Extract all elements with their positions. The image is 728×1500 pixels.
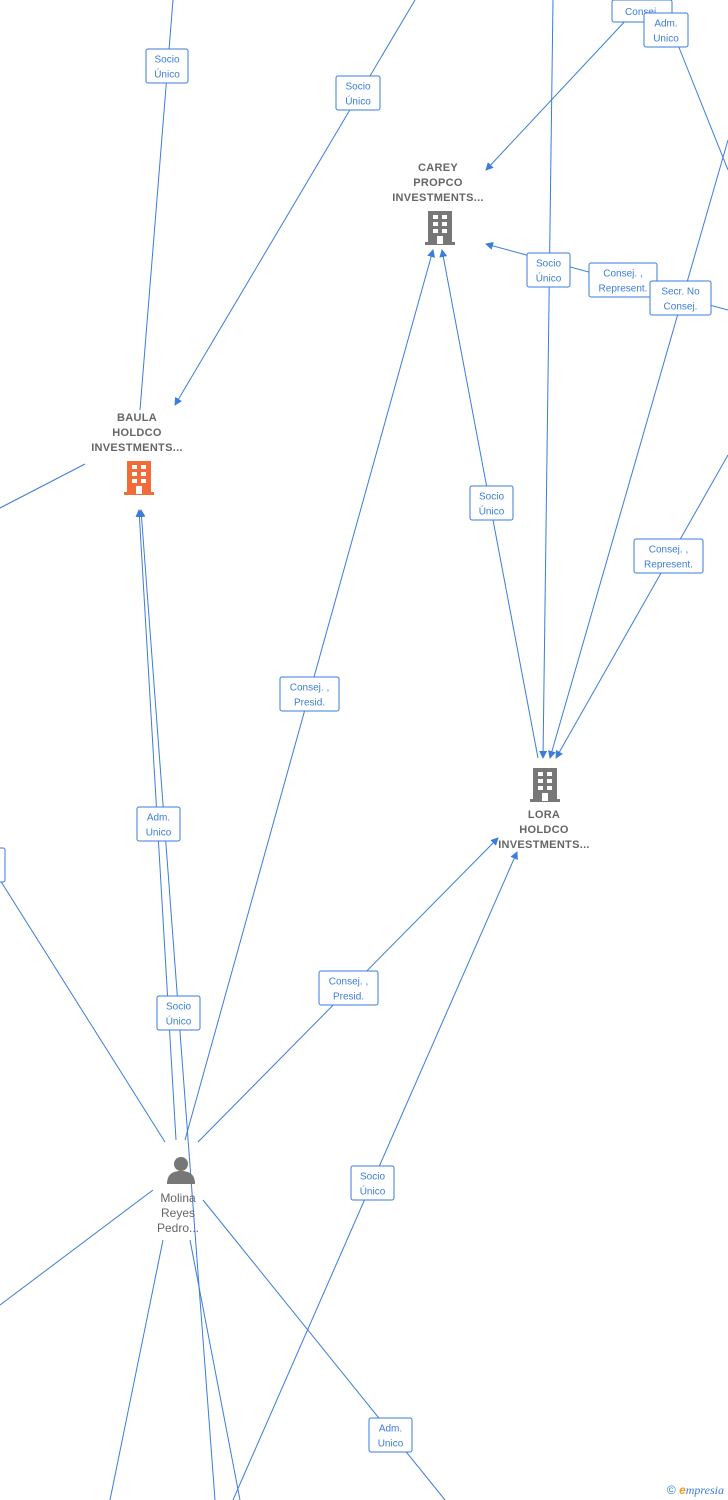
badge-label: Consej. , xyxy=(290,683,329,694)
badge-label: Consej. , xyxy=(603,269,642,280)
offscreen-badge-left xyxy=(0,847,6,883)
edge-right-to-lora-a xyxy=(548,139,728,759)
relation-badge[interactable]: Consej. , Presid. xyxy=(318,970,379,1006)
copyright-icon: © xyxy=(666,1483,676,1497)
edge-adm-right xyxy=(677,44,728,171)
badge-label: Adm. xyxy=(379,1424,402,1435)
badge-label: Consej. xyxy=(664,302,698,313)
badge-label: Unico xyxy=(146,828,172,839)
badge-label: Unico xyxy=(378,1439,404,1450)
badge-label: Socio xyxy=(154,55,179,66)
baula-label-3: INVESTMENTS... xyxy=(91,442,183,454)
badge-label: Secr. No xyxy=(661,287,700,298)
relation-badge[interactable]: Adm. Unico xyxy=(136,806,181,842)
badge-label: Consej. xyxy=(625,7,659,18)
badge-label: Represent. xyxy=(644,560,693,571)
badge-box xyxy=(368,1417,413,1453)
edge-molina-down-a xyxy=(109,1239,164,1500)
badge-label: Adm. xyxy=(654,19,677,30)
person-icon xyxy=(167,1157,195,1184)
relation-badges: SocioÚnicoSocioÚnicoConsej.Adm.UnicoSoci… xyxy=(136,0,712,1453)
badge-label: Presid. xyxy=(294,698,325,709)
edge-molina-to-left-bottom xyxy=(0,1189,154,1306)
badge-box xyxy=(318,970,379,1006)
badge-box xyxy=(136,806,181,842)
edge-molina-down-right xyxy=(202,1199,446,1500)
badge-label: Socio xyxy=(536,259,561,270)
edge-top-to-baula xyxy=(174,0,416,406)
node-lora[interactable]: LORA HOLDCO INVESTMENTS... xyxy=(498,768,590,851)
edge-left-to-baula xyxy=(0,463,86,509)
molina-label-1: Molina xyxy=(160,1191,196,1205)
badge-label: Socio xyxy=(479,492,504,503)
badge-label: Presid. xyxy=(333,992,364,1003)
relation-badge[interactable]: Consej. , Represent. xyxy=(633,538,704,574)
carey-label-3: INVESTMENTS... xyxy=(392,192,484,204)
baula-label-1: BAULA xyxy=(117,412,157,424)
badge-label: Represent. xyxy=(599,284,648,295)
badge-label: Unico xyxy=(653,34,679,45)
badge-box xyxy=(279,676,340,712)
badge-label: Único xyxy=(360,1185,386,1198)
badge-box xyxy=(643,12,689,48)
edge-consej-to-carey xyxy=(485,17,629,171)
badge-label: Único xyxy=(345,95,371,108)
badge-label: Único xyxy=(479,505,505,518)
relation-badge[interactable]: Secr. No Consej. xyxy=(649,280,712,316)
node-carey[interactable]: CAREY PROPCO INVESTMENTS... xyxy=(392,162,484,245)
badge-label: Socio xyxy=(360,1172,385,1183)
edge-left-to-molina xyxy=(0,879,166,1143)
node-baula[interactable]: BAULA HOLDCO INVESTMENTS... xyxy=(91,412,183,495)
badge-box xyxy=(526,252,571,288)
badge-box xyxy=(156,995,201,1031)
badge-box xyxy=(633,538,704,574)
badge-label: Único xyxy=(154,68,180,81)
building-icon xyxy=(530,768,560,802)
badge-label: Consej. , xyxy=(649,545,688,556)
building-icon xyxy=(425,211,455,245)
badge-box xyxy=(335,75,381,111)
node-molina[interactable]: Molina Reyes Pedro... xyxy=(157,1157,199,1235)
carey-label-2: PROPCO xyxy=(413,177,463,189)
badge-label: Único xyxy=(536,272,562,285)
brand-initial: e xyxy=(679,1483,686,1497)
molina-label-2: Reyes xyxy=(161,1206,195,1220)
badge-box xyxy=(145,48,189,84)
edge-molina-down-b xyxy=(189,1239,241,1500)
nodes: CAREY PROPCO INVESTMENTS... BAULA HOLDCO… xyxy=(91,162,590,1235)
badge-label: Socio xyxy=(345,82,370,93)
badge-box xyxy=(469,485,514,521)
lora-label-3: INVESTMENTS... xyxy=(498,839,590,851)
carey-label-1: CAREY xyxy=(418,162,458,174)
edge-vertical-to-lora xyxy=(539,0,554,759)
building-icon xyxy=(124,461,154,495)
badge-label: Único xyxy=(166,1015,192,1028)
molina-label-3: Pedro... xyxy=(157,1221,199,1235)
lora-label-1: LORA xyxy=(528,809,560,821)
lora-label-2: HOLDCO xyxy=(519,824,569,836)
badge-label: Adm. xyxy=(147,813,170,824)
footer-brand: © empresia xyxy=(667,1483,724,1498)
relation-badge[interactable]: Adm. Unico xyxy=(643,12,689,48)
brand-name: mpresia xyxy=(685,1483,724,1497)
badge-label: Socio xyxy=(166,1002,191,1013)
relation-badge[interactable]: Adm. Unico xyxy=(368,1417,413,1453)
badge-box xyxy=(350,1165,395,1201)
badge-box xyxy=(588,262,658,298)
badge-label: Consej. , xyxy=(329,977,368,988)
baula-label-2: HOLDCO xyxy=(112,427,162,439)
relation-badge[interactable]: Consej. , Represent. xyxy=(588,262,658,298)
relation-badge[interactable]: Consej. , Presid. xyxy=(279,676,340,712)
badge-box xyxy=(649,280,712,316)
edge-right-to-lora-b xyxy=(555,454,728,759)
